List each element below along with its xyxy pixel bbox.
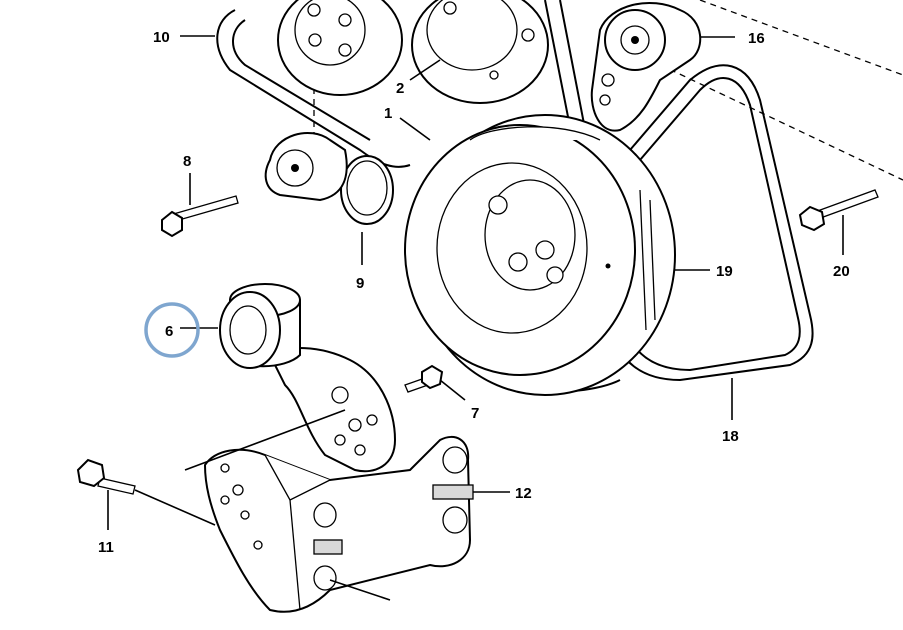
callout-10: 10 bbox=[153, 29, 170, 46]
water-pump-pulley bbox=[277, 0, 403, 96]
callout-6: 6 bbox=[165, 323, 173, 340]
tensioner-arm bbox=[268, 347, 397, 473]
callout-19: 19 bbox=[716, 263, 733, 280]
highlight-ring bbox=[144, 302, 200, 358]
callout-1: 1 bbox=[384, 105, 392, 122]
bolt-11 bbox=[76, 458, 136, 495]
callouts: 10 16 2 1 8 9 19 20 6 7 18 12 11 bbox=[98, 29, 850, 556]
tensioner-pulley bbox=[219, 283, 301, 369]
belt-tensioner-left bbox=[264, 131, 348, 202]
alternator-pulley bbox=[411, 0, 549, 104]
callout-11: 11 bbox=[98, 539, 114, 556]
callout-20: 20 bbox=[833, 263, 850, 280]
bolt-20 bbox=[798, 189, 879, 232]
callout-16: 16 bbox=[748, 30, 765, 47]
idler-pulley bbox=[340, 155, 394, 225]
callout-7: 7 bbox=[471, 405, 479, 422]
mounting-bracket bbox=[203, 435, 474, 613]
callout-2: 2 bbox=[396, 80, 404, 97]
bolt-7 bbox=[404, 364, 444, 393]
callout-8: 8 bbox=[183, 153, 191, 170]
callout-12: 12 bbox=[515, 485, 532, 502]
crankshaft-damper bbox=[404, 114, 676, 396]
belt-tensioner-upper bbox=[590, 2, 702, 132]
bolt-8 bbox=[161, 195, 239, 238]
callout-18: 18 bbox=[722, 428, 739, 445]
callout-9: 9 bbox=[356, 275, 364, 292]
leader-lines bbox=[107, 35, 844, 601]
